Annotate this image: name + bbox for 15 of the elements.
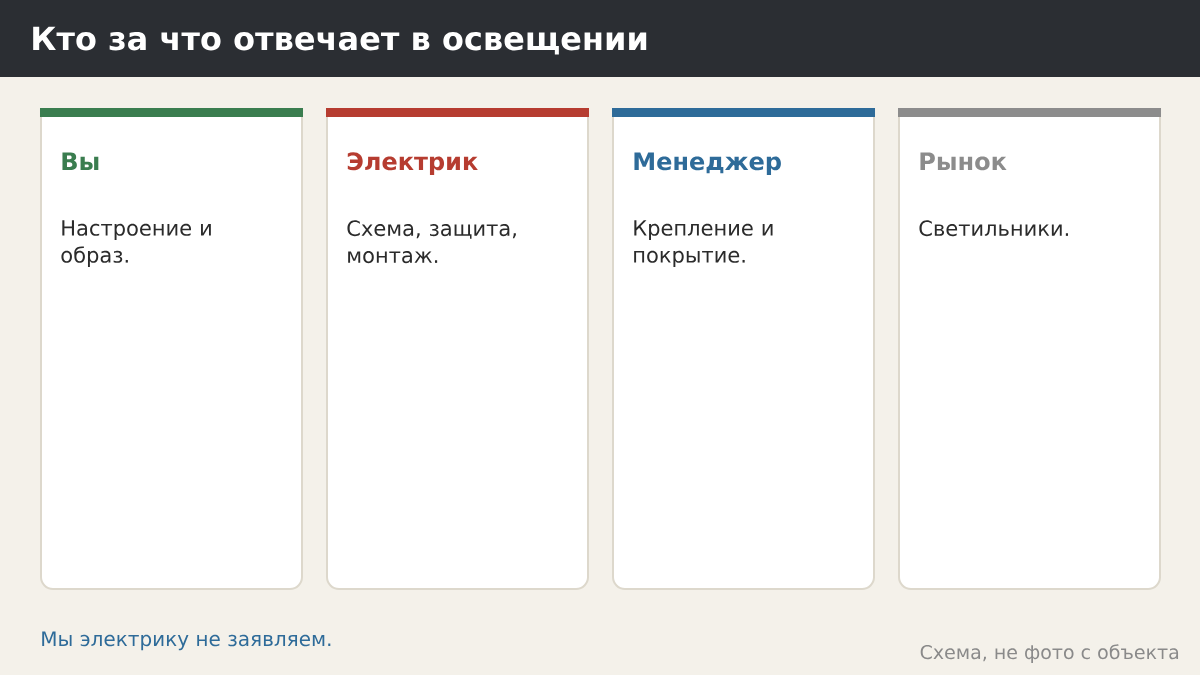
title-bar: Кто за что отвечает в освещении bbox=[0, 0, 1200, 77]
card-heading: Менеджер bbox=[634, 152, 781, 175]
card-heading: Рынок bbox=[920, 152, 1007, 171]
card bbox=[40, 108, 303, 590]
card-text: Крепление и покрытие. bbox=[634, 220, 773, 267]
card-heading: Электрик bbox=[347, 152, 478, 175]
card bbox=[612, 108, 875, 590]
card-text: Настроение и образ. bbox=[61, 220, 211, 267]
card-text: Светильники. bbox=[919, 220, 1069, 237]
caption-note: Схема, не фото с объекта bbox=[920, 644, 1179, 663]
footnote: Мы электрику не заявляем. bbox=[42, 631, 331, 651]
card-text: Схема, защита, монтаж. bbox=[347, 220, 516, 264]
card-heading: Вы bbox=[62, 152, 99, 170]
card bbox=[898, 108, 1161, 590]
card bbox=[326, 108, 589, 590]
